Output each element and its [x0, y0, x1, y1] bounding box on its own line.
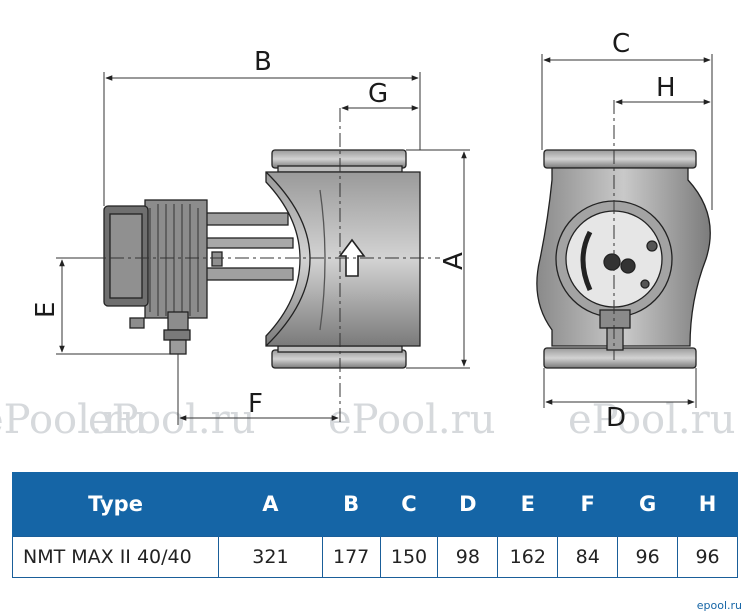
cell-h: 96: [677, 536, 738, 578]
dim-label-d: D: [606, 403, 626, 433]
header-type: Type: [11, 472, 220, 537]
side-view-center-lines: [60, 108, 440, 425]
dim-label-h: H: [656, 73, 676, 103]
dim-label-a: A: [439, 252, 469, 270]
header-b: B: [321, 472, 381, 537]
cell-c: 150: [379, 536, 439, 578]
cell-a: 321: [218, 536, 323, 578]
header-d: D: [437, 472, 499, 537]
cell-d: 98: [437, 536, 499, 578]
header-e: E: [497, 472, 559, 537]
cell-b: 177: [321, 536, 381, 578]
watermark-center: ePool.ru: [328, 397, 496, 443]
cell-type: NMT MAX II 40/40: [11, 536, 220, 578]
dim-label-g: G: [368, 79, 388, 109]
cell-e: 162: [497, 536, 559, 578]
table-row: NMT MAX II 40/40 321 177 150 98 162 84 9…: [11, 536, 738, 578]
pump-dimension-drawing: ePool.ru ePool.ru ePool.ru ePool.ru: [0, 29, 736, 443]
pump-side-view: [103, 149, 421, 369]
header-f: F: [557, 472, 619, 537]
header-g: G: [617, 472, 679, 537]
dim-label-e: E: [31, 302, 61, 318]
dim-label-f: F: [248, 389, 263, 419]
brand-mark: epool.ru: [696, 599, 742, 612]
header-a: A: [218, 472, 323, 537]
pump-front-view: [536, 149, 711, 369]
watermark-left: ePool.ru: [0, 397, 148, 443]
cell-f: 84: [557, 536, 619, 578]
dimensions-table: Type A B C D E F G H NMT MAX II 40/40 32…: [11, 472, 738, 578]
dim-label-c: C: [612, 29, 630, 59]
side-view-dimensions: [56, 72, 470, 425]
cell-g: 96: [617, 536, 679, 578]
front-view-dimensions: [541, 54, 713, 408]
header-h: H: [677, 472, 738, 537]
watermark-center-left: ePool.ru: [88, 397, 256, 443]
dim-label-b: B: [254, 47, 272, 77]
table-header-row: Type A B C D E F G H: [11, 472, 738, 537]
watermark-right: ePool.ru: [568, 397, 736, 443]
up-arrow-icon: [338, 238, 366, 277]
header-c: C: [379, 472, 439, 537]
